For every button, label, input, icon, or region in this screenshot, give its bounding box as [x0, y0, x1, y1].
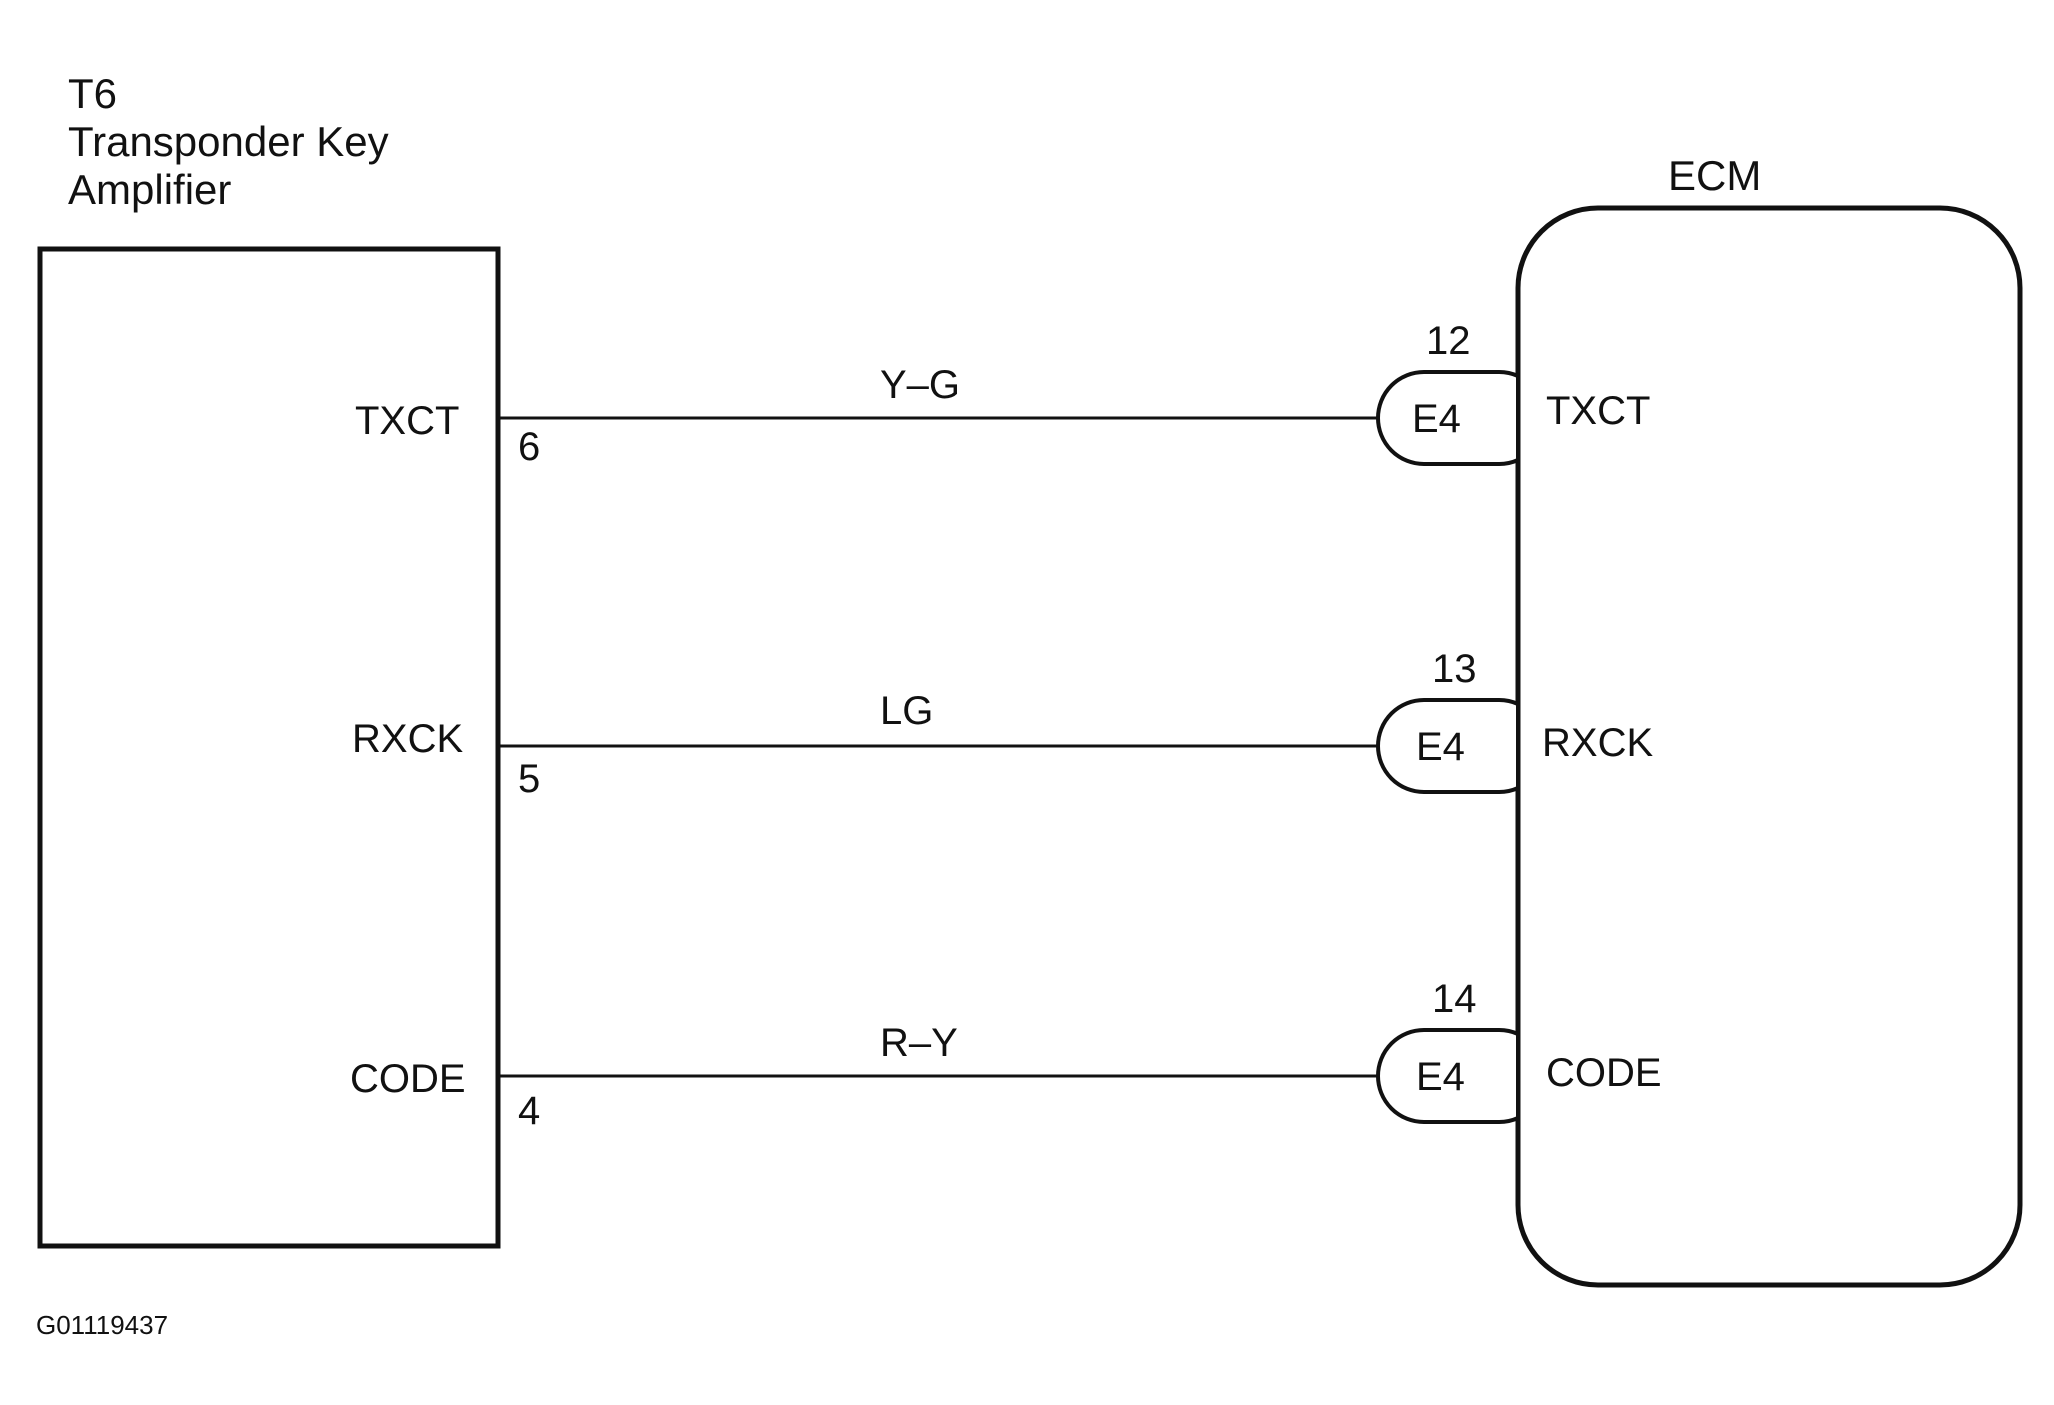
connector-label: E4 [1412, 397, 1461, 441]
amp-pin-number: 4 [518, 1089, 540, 1133]
wire-color-label: Y–G [880, 363, 960, 407]
connector-pill [1376, 698, 1520, 794]
amp-pin-number: 5 [518, 757, 540, 801]
ecm-title: ECM [1668, 152, 1761, 199]
connector-pill [1376, 1028, 1520, 1124]
circuit-rxck: RXCK 5 LG E4 13 RXCK [352, 647, 1653, 801]
ecm-signal-label: RXCK [1542, 721, 1653, 765]
wire-color-label: LG [880, 689, 933, 733]
ecm-pin-number: 12 [1426, 319, 1471, 363]
amplifier-ref: T6 [68, 70, 117, 117]
amp-pin-number: 6 [518, 425, 540, 469]
ecm-pin-number: 14 [1432, 977, 1477, 1021]
ecm-pin-number: 13 [1432, 647, 1477, 691]
amp-signal-label: TXCT [355, 399, 459, 443]
diagram-id: G01119437 [36, 1310, 168, 1340]
amplifier-name-line2: Amplifier [68, 166, 231, 213]
wire-color-label: R–Y [880, 1021, 958, 1065]
connector-pill [1376, 370, 1520, 466]
connector-label: E4 [1416, 1055, 1465, 1099]
ecm-signal-label: CODE [1546, 1051, 1662, 1095]
circuit-code: CODE 4 R–Y E4 14 CODE [350, 977, 1662, 1133]
amp-signal-label: CODE [350, 1057, 466, 1101]
ecm-signal-label: TXCT [1546, 389, 1650, 433]
connector-label: E4 [1416, 725, 1465, 769]
amp-signal-label: RXCK [352, 717, 463, 761]
circuit-txct: TXCT 6 Y–G E4 12 TXCT [355, 319, 1650, 469]
amplifier-name-line1: Transponder Key [68, 118, 389, 165]
